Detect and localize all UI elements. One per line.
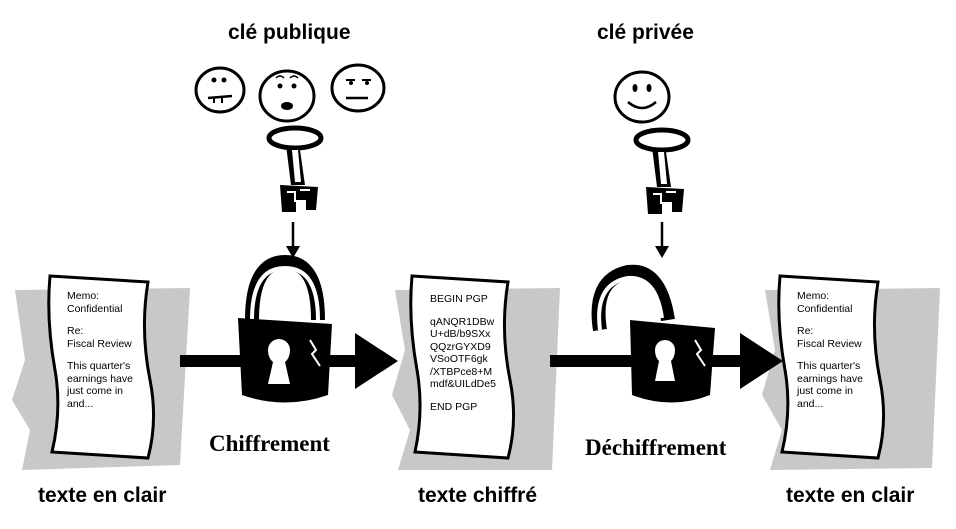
arrow-icon bbox=[550, 355, 640, 367]
arrow-icon bbox=[655, 222, 669, 258]
ciphertext-label: texte chiffré bbox=[418, 484, 538, 507]
plain-document-left: Memo: Confidential Re: Fiscal Review Thi… bbox=[67, 290, 133, 410]
cipher-line: VSoOTF6gk bbox=[430, 353, 488, 365]
subject-line: Fiscal Review bbox=[797, 337, 862, 350]
confidential-line: Confidential bbox=[67, 302, 123, 315]
memo-line: Memo: bbox=[67, 290, 100, 302]
plaintext-label-right: texte en clair bbox=[786, 484, 915, 507]
cipher-document: BEGIN PGP qANQR1DBw U+dB/b9SXx QQzrGYXD9… bbox=[430, 293, 496, 413]
document-icon bbox=[47, 274, 156, 460]
re-line: Re: bbox=[67, 325, 84, 337]
face-icon bbox=[613, 70, 671, 124]
cipher-line: U+dB/b9SXx bbox=[430, 328, 491, 340]
body-line: This quarter's bbox=[67, 360, 131, 372]
cipher-end: END PGP bbox=[430, 400, 478, 413]
memo-line: Memo: bbox=[797, 290, 830, 302]
private-key-label: clé privée bbox=[597, 21, 694, 44]
document-icon bbox=[409, 274, 516, 460]
cipher-begin: BEGIN PGP bbox=[430, 293, 488, 305]
subject-line: Fiscal Review bbox=[67, 337, 132, 350]
document-icon bbox=[777, 274, 886, 460]
encryption-label: Chiffrement bbox=[209, 431, 330, 456]
plain-document-right: Memo: Confidential Re: Fiscal Review Thi… bbox=[797, 290, 863, 410]
body-line: and... bbox=[67, 397, 94, 410]
face-icon bbox=[194, 66, 246, 114]
face-icon bbox=[258, 69, 316, 123]
body-line: earnings have bbox=[67, 372, 133, 385]
body-line: just come in bbox=[797, 385, 854, 397]
cipher-line: mdf&UILdDe5 bbox=[430, 378, 496, 390]
padlock-closed-icon bbox=[238, 254, 332, 403]
arrow-icon bbox=[286, 222, 300, 258]
cipher-line: /XTBPce8+M bbox=[430, 365, 493, 378]
body-line: This quarter's bbox=[797, 360, 861, 372]
padlock-open-icon bbox=[591, 264, 715, 403]
key-icon bbox=[633, 127, 691, 214]
decryption-label: Déchiffrement bbox=[585, 435, 727, 460]
body-line: just come in bbox=[67, 385, 124, 397]
key-icon bbox=[266, 125, 324, 212]
cipher-line: QQzrGYXD9 bbox=[430, 340, 491, 353]
re-line: Re: bbox=[797, 325, 814, 337]
body-line: earnings have bbox=[797, 372, 863, 385]
face-icon bbox=[330, 63, 386, 113]
arrow-icon bbox=[705, 333, 783, 389]
cipher-line: qANQR1DBw bbox=[430, 315, 495, 328]
public-key-label: clé publique bbox=[228, 21, 351, 44]
arrow-icon bbox=[180, 355, 250, 367]
plaintext-label-left: texte en clair bbox=[38, 484, 167, 507]
body-line: and... bbox=[797, 397, 824, 410]
confidential-line: Confidential bbox=[797, 302, 853, 315]
